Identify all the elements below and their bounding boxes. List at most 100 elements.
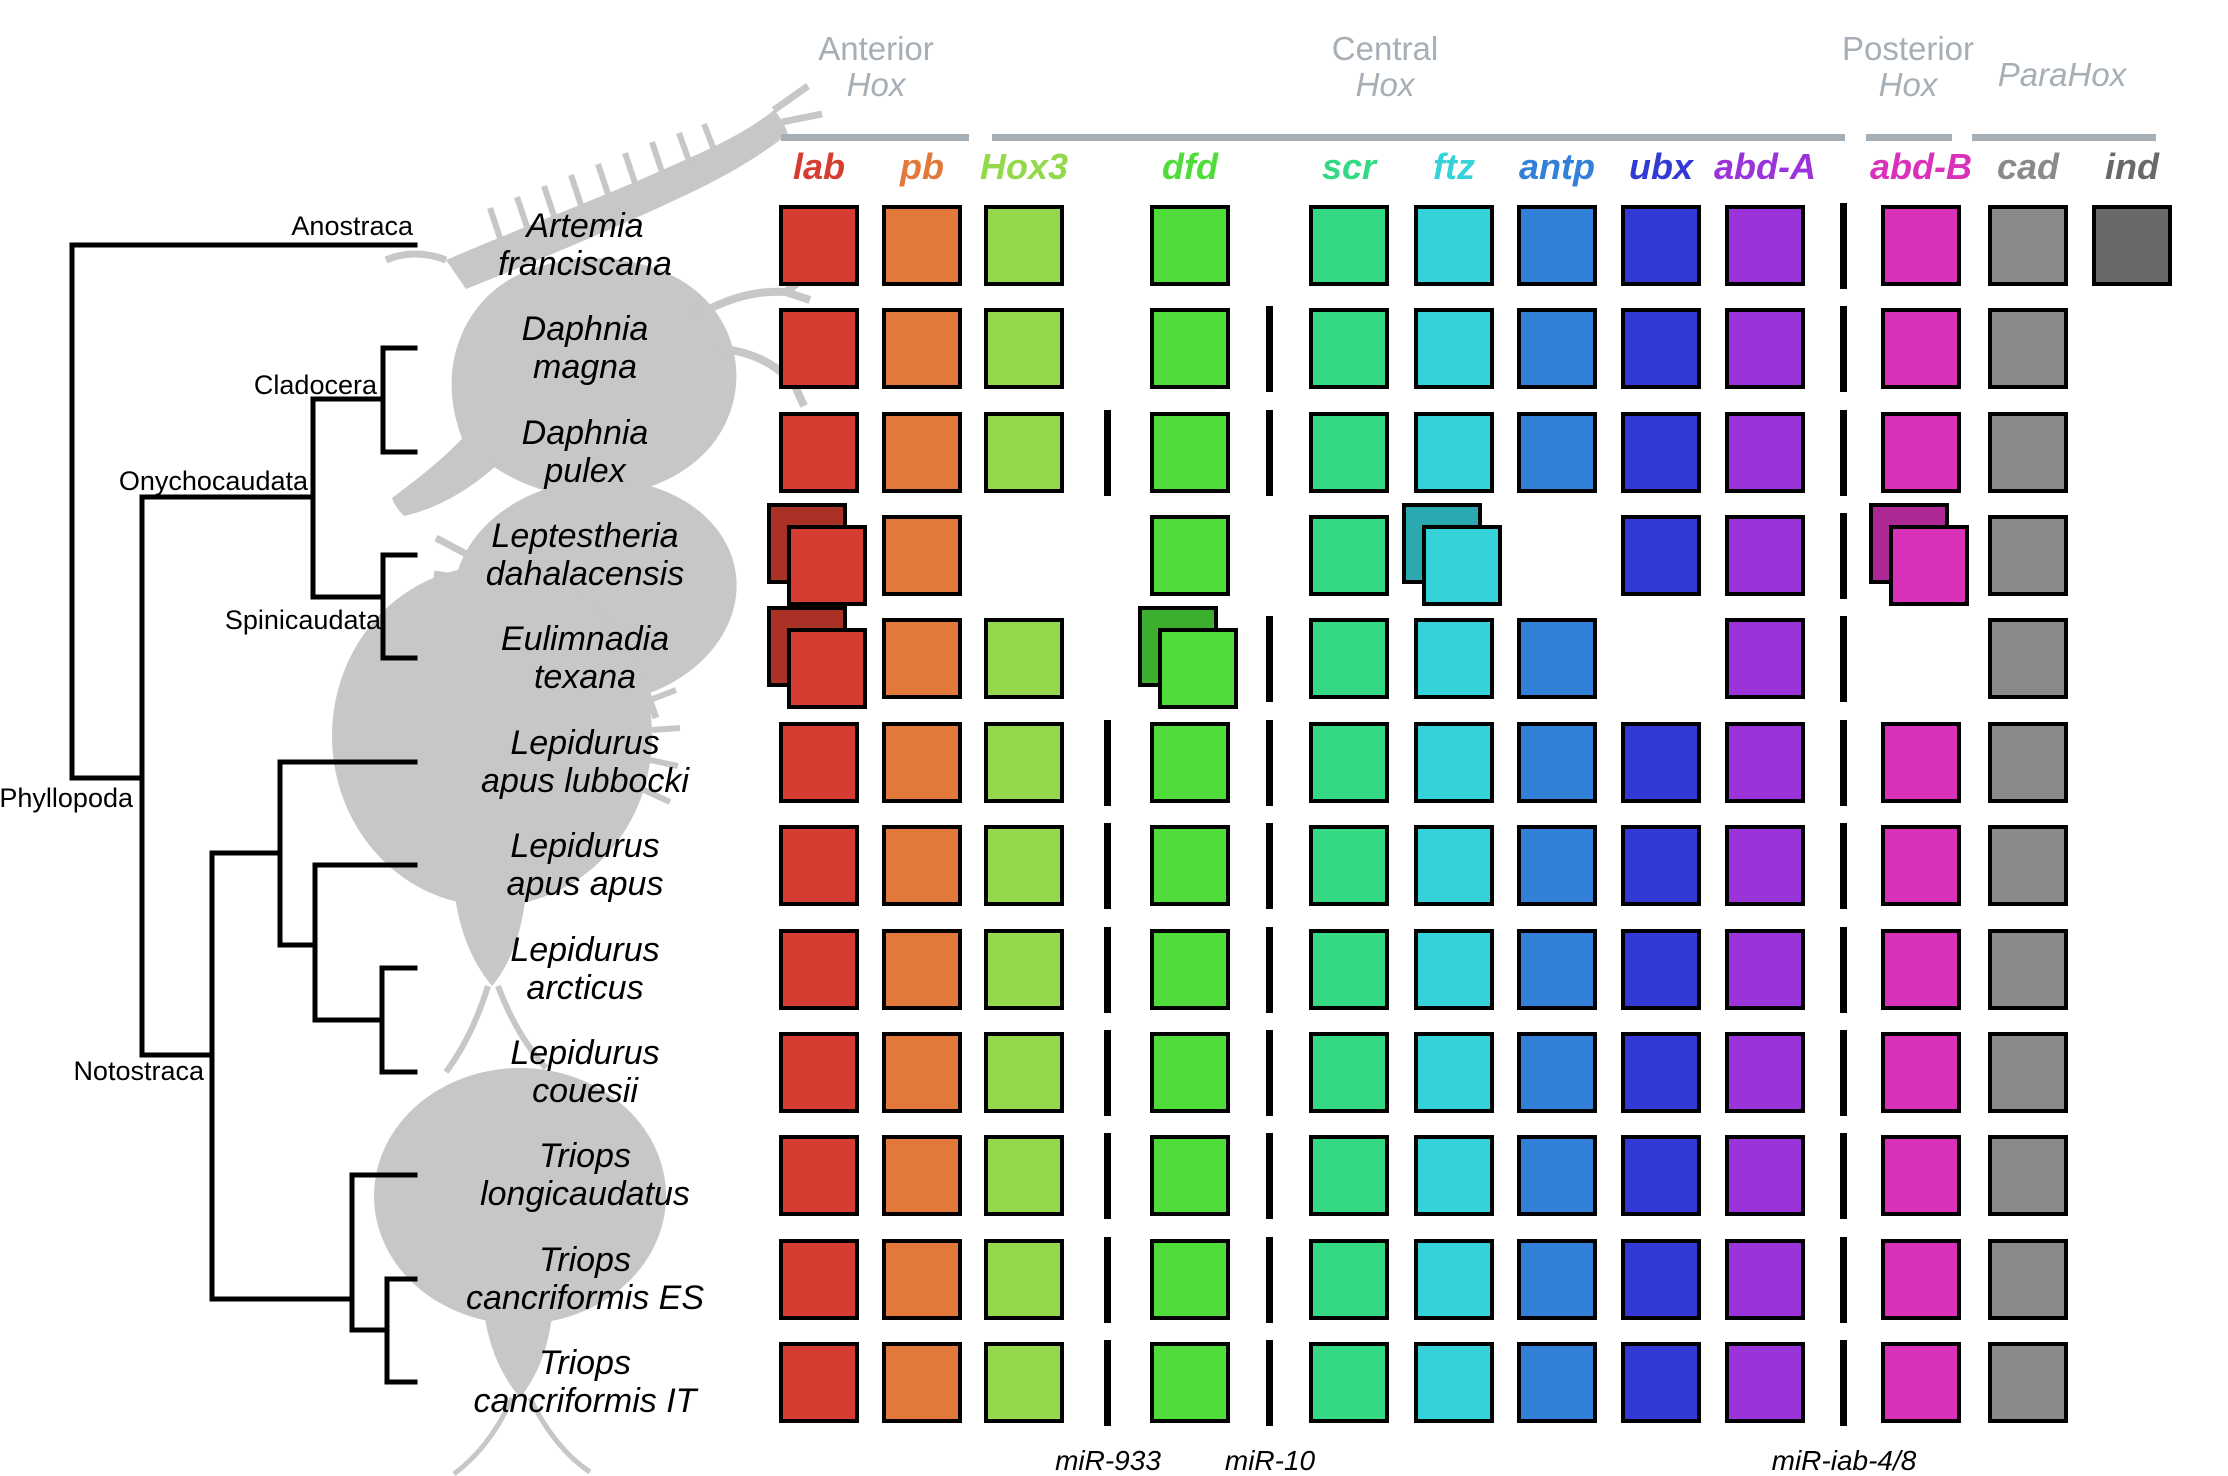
gene-cell [1988, 205, 2068, 286]
mirna-tick [1104, 823, 1111, 909]
group-label-line1: Central [1331, 30, 1439, 67]
mirna-label: miR-933 [1055, 1445, 1161, 1476]
species-name: Triops cancriformis IT [473, 1344, 697, 1420]
gene-cell [1414, 308, 1494, 389]
gene-cell [1881, 722, 1961, 803]
mirna-tick [1266, 1030, 1273, 1116]
gene-cell [1725, 1239, 1805, 1320]
mirna-tick [1840, 410, 1847, 496]
gene-cell [1309, 308, 1389, 389]
gene-cell [1988, 825, 2068, 906]
mirna-tick [1840, 616, 1847, 702]
gene-cell [1725, 1032, 1805, 1113]
gene-cell [882, 618, 962, 699]
gene-cell [779, 825, 859, 906]
species-name: Lepidurus apus apus [506, 827, 664, 903]
group-label-line2: ParaHox [1997, 56, 2127, 93]
gene-cell [1988, 1135, 2068, 1216]
gene-cell [1988, 1032, 2068, 1113]
gene-label: pb [900, 146, 944, 187]
gene-label: dfd [1162, 146, 1218, 187]
gene-cell [882, 308, 962, 389]
gene-cell [1414, 1342, 1494, 1423]
gene-cell [1309, 1135, 1389, 1216]
gene-cell [1414, 412, 1494, 493]
gene-cell [1517, 1032, 1597, 1113]
clade-label: Cladocera [253, 370, 377, 400]
gene-cell [779, 308, 859, 389]
gene-cell [1414, 825, 1494, 906]
mirna-tick [1104, 927, 1111, 1013]
mirna-tick [1840, 720, 1847, 806]
gene-cell [1414, 722, 1494, 803]
gene-cell [1309, 1032, 1389, 1113]
gene-cell [1621, 205, 1701, 286]
gene-cell [1158, 628, 1238, 709]
species-name: Leptestheria dahalacensis [485, 517, 685, 593]
gene-label: lab [792, 146, 845, 187]
species-name: Triops longicaudatus [480, 1137, 690, 1213]
mirna-tick [1840, 203, 1847, 289]
gene-cell [984, 1342, 1064, 1423]
mirna-tick [1104, 410, 1111, 496]
gene-cell [1517, 929, 1597, 1010]
gene-cell [1414, 1135, 1494, 1216]
mirna-tick [1840, 823, 1847, 909]
gene-cell [1150, 412, 1230, 493]
gene-cell [984, 1032, 1064, 1113]
gene-cell [882, 929, 962, 1010]
gene-cell [779, 1032, 859, 1113]
gene-cell [882, 722, 962, 803]
clade-label: Anostraca [291, 211, 413, 241]
mirna-tick [1104, 1030, 1111, 1116]
species-name: Lepidurus arcticus [510, 931, 660, 1007]
gene-cell [1621, 1239, 1701, 1320]
gene-cell [984, 722, 1064, 803]
gene-cell [1988, 515, 2068, 596]
gene-cell [1414, 618, 1494, 699]
gene-cell [882, 1032, 962, 1113]
gene-cell [1881, 825, 1961, 906]
gene-cell [984, 205, 1064, 286]
group-label-line2: Hox [1355, 66, 1415, 103]
gene-cell [779, 722, 859, 803]
gene-cell [1621, 412, 1701, 493]
gene-cell [779, 1239, 859, 1320]
gene-cell [1414, 1239, 1494, 1320]
species-name: Daphnia magna [521, 310, 649, 386]
mirna-tick [1266, 306, 1273, 392]
gene-cell [1621, 825, 1701, 906]
gene-cell [984, 825, 1064, 906]
gene-cell [1988, 1342, 2068, 1423]
gene-cell [1150, 308, 1230, 389]
species-name: Artemia franciscana [498, 207, 672, 283]
gene-cell [1725, 1135, 1805, 1216]
mirna-tick [1104, 1133, 1111, 1219]
gene-cell [882, 515, 962, 596]
gene-cell [1725, 929, 1805, 1010]
gene-cell [1517, 1239, 1597, 1320]
gene-cell [1881, 1342, 1961, 1423]
species-name: Triops cancriformis ES [465, 1241, 705, 1317]
mirna-tick [1840, 306, 1847, 392]
gene-cell [1988, 929, 2068, 1010]
gene-cell [1881, 205, 1961, 286]
gene-cell [1621, 722, 1701, 803]
gene-cell [1988, 722, 2068, 803]
gene-cell [1988, 1239, 2068, 1320]
gene-cell [779, 929, 859, 1010]
gene-cell [1414, 1032, 1494, 1113]
gene-cell [1881, 412, 1961, 493]
group-underline [1866, 134, 1952, 141]
gene-cell [1517, 618, 1597, 699]
gene-cell [1517, 1342, 1597, 1423]
gene-cell [1150, 1135, 1230, 1216]
gene-cell [1725, 412, 1805, 493]
clade-label: Onychocaudata [118, 466, 308, 496]
gene-cell [1309, 412, 1389, 493]
gene-cell [1725, 825, 1805, 906]
group-label-line2: Hox [846, 66, 906, 103]
gene-cell [882, 205, 962, 286]
gene-cell [1725, 308, 1805, 389]
mirna-tick [1840, 1340, 1847, 1426]
